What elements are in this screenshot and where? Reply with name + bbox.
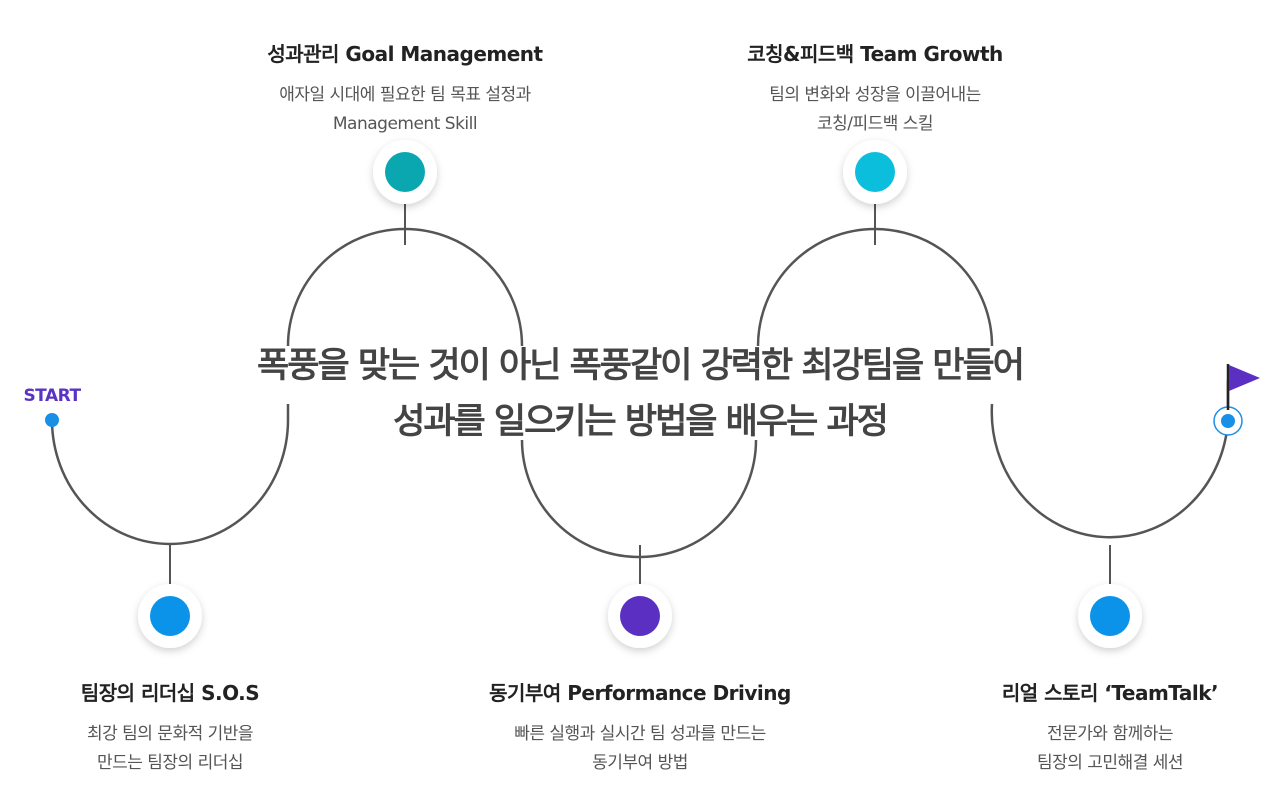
node-desc-line-2: 만드는 팀장의 리더십 [96,753,244,773]
node-circle-4 [843,140,907,204]
node-circle-5 [1078,584,1142,648]
headline-line-1: 폭풍을 맞는 것이 아닌 폭풍같이 강력한 최강팀을 만들어 [257,346,1025,386]
path-segment-4 [520,439,758,559]
node-title: 성과관리 Goal Management [267,42,543,66]
node-desc-line-2: 팀장의 고민해결 세션 [1036,753,1184,773]
node-title: 동기부여 Performance Driving [489,681,791,705]
node-desc-line-2: Management Skill [332,114,478,134]
node-circle-1 [138,584,202,648]
node-leadership: 팀장의 리더십 S.O.S 최강 팀의 문화적 기반을 만드는 팀장의 리더십 [0,677,360,778]
node-desc-line-1: 팀의 변화와 성장을 이끌어내는 [769,85,981,105]
node-title: 팀장의 리더십 S.O.S [80,681,260,705]
node-connectors [169,202,1111,585]
start-dot-icon [45,413,59,427]
finish-flag-icon [1226,364,1260,410]
headline-line-2: 성과를 일으키는 방법을 배우는 과정 [393,402,889,442]
start-label: START [23,386,81,406]
node-goal-management: 성과관리 Goal Management 애자일 시대에 필요한 팀 목표 설정… [215,38,595,139]
path-segment-6 [990,403,1230,539]
finish-target-icon [1213,406,1243,436]
node-teamtalk: 리얼 스토리 ‘TeamTalk’ 전문가와 함께하는 팀장의 고민해결 세션 [920,677,1280,778]
headline: 폭풍을 맞는 것이 아닌 폭풍같이 강력한 최강팀을 만들어 성과를 일으키는 … [140,338,1140,450]
node-desc-line-1: 전문가와 함께하는 [1046,724,1174,744]
node-desc-line-1: 빠른 실행과 실시간 팀 성과를 만드는 [514,724,766,744]
node-desc-line-2: 코칭/피드백 스킬 [816,114,934,134]
node-circle-3 [608,584,672,648]
path-segment-5 [756,227,994,347]
node-performance-driving: 동기부여 Performance Driving 빠른 실행과 실시간 팀 성과… [450,677,830,778]
node-circle-2 [373,140,437,204]
path-segment-3 [286,227,524,347]
node-desc-line-1: 최강 팀의 문화적 기반을 [86,724,254,744]
node-title: 리얼 스토리 ‘TeamTalk’ [1001,681,1219,705]
node-team-growth: 코칭&피드백 Team Growth 팀의 변화와 성장을 이끌어내는 코칭/피… [685,38,1065,139]
node-desc-line-1: 애자일 시대에 필요한 팀 목표 설정과 [279,85,531,105]
node-desc-line-2: 동기부여 방법 [592,753,688,773]
node-title: 코칭&피드백 Team Growth [747,42,1003,66]
